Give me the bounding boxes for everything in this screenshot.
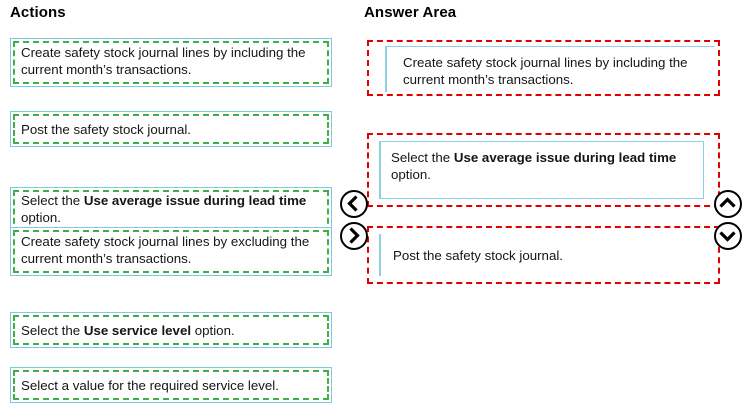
action-tile-use-service-level[interactable]: Select the Use service level option. (10, 312, 332, 348)
move-left-button[interactable] (340, 190, 368, 218)
chevron-left-icon (347, 195, 358, 212)
answer-card-label: Select the Use average issue during lead… (391, 150, 677, 182)
page-title-actions: Actions (10, 4, 66, 21)
action-tile-label: Select the Use service level option. (21, 322, 235, 338)
answer-slot-3[interactable]: Post the safety stock journal. (367, 226, 720, 284)
chevron-up-icon (719, 197, 736, 208)
move-down-button[interactable] (714, 222, 742, 250)
answer-card[interactable]: Post the safety stock journal. (379, 234, 708, 276)
move-right-button[interactable] (340, 222, 368, 250)
action-tile-label: Select the Use average issue during lead… (21, 193, 307, 225)
action-tile-select-value[interactable]: Select a value for the required service … (10, 367, 332, 403)
action-tile-label: Post the safety stock journal. (21, 121, 191, 137)
answer-card[interactable]: Create safety stock journal lines by inc… (385, 46, 714, 92)
chevron-down-icon (719, 231, 736, 242)
answer-slot-2[interactable]: Select the Use average issue during lead… (367, 133, 720, 207)
answer-card-label: Create safety stock journal lines by inc… (403, 55, 688, 87)
answer-slot-1[interactable]: Create safety stock journal lines by inc… (367, 40, 720, 96)
action-tile-create-exclude[interactable]: Create safety stock journal lines by exc… (10, 227, 332, 276)
action-tile-label: Create safety stock journal lines by exc… (21, 234, 310, 266)
action-tile-label: Select a value for the required service … (21, 377, 279, 393)
page-title-answer-area: Answer Area (364, 4, 457, 21)
action-tile-label: Create safety stock journal lines by inc… (21, 45, 306, 77)
chevron-right-icon (349, 227, 360, 244)
action-tile-create-include[interactable]: Create safety stock journal lines by inc… (10, 38, 332, 87)
answer-card-label: Post the safety stock journal. (393, 247, 563, 263)
action-tile-post-journal[interactable]: Post the safety stock journal. (10, 111, 332, 147)
answer-card[interactable]: Select the Use average issue during lead… (379, 141, 704, 199)
move-up-button[interactable] (714, 190, 742, 218)
